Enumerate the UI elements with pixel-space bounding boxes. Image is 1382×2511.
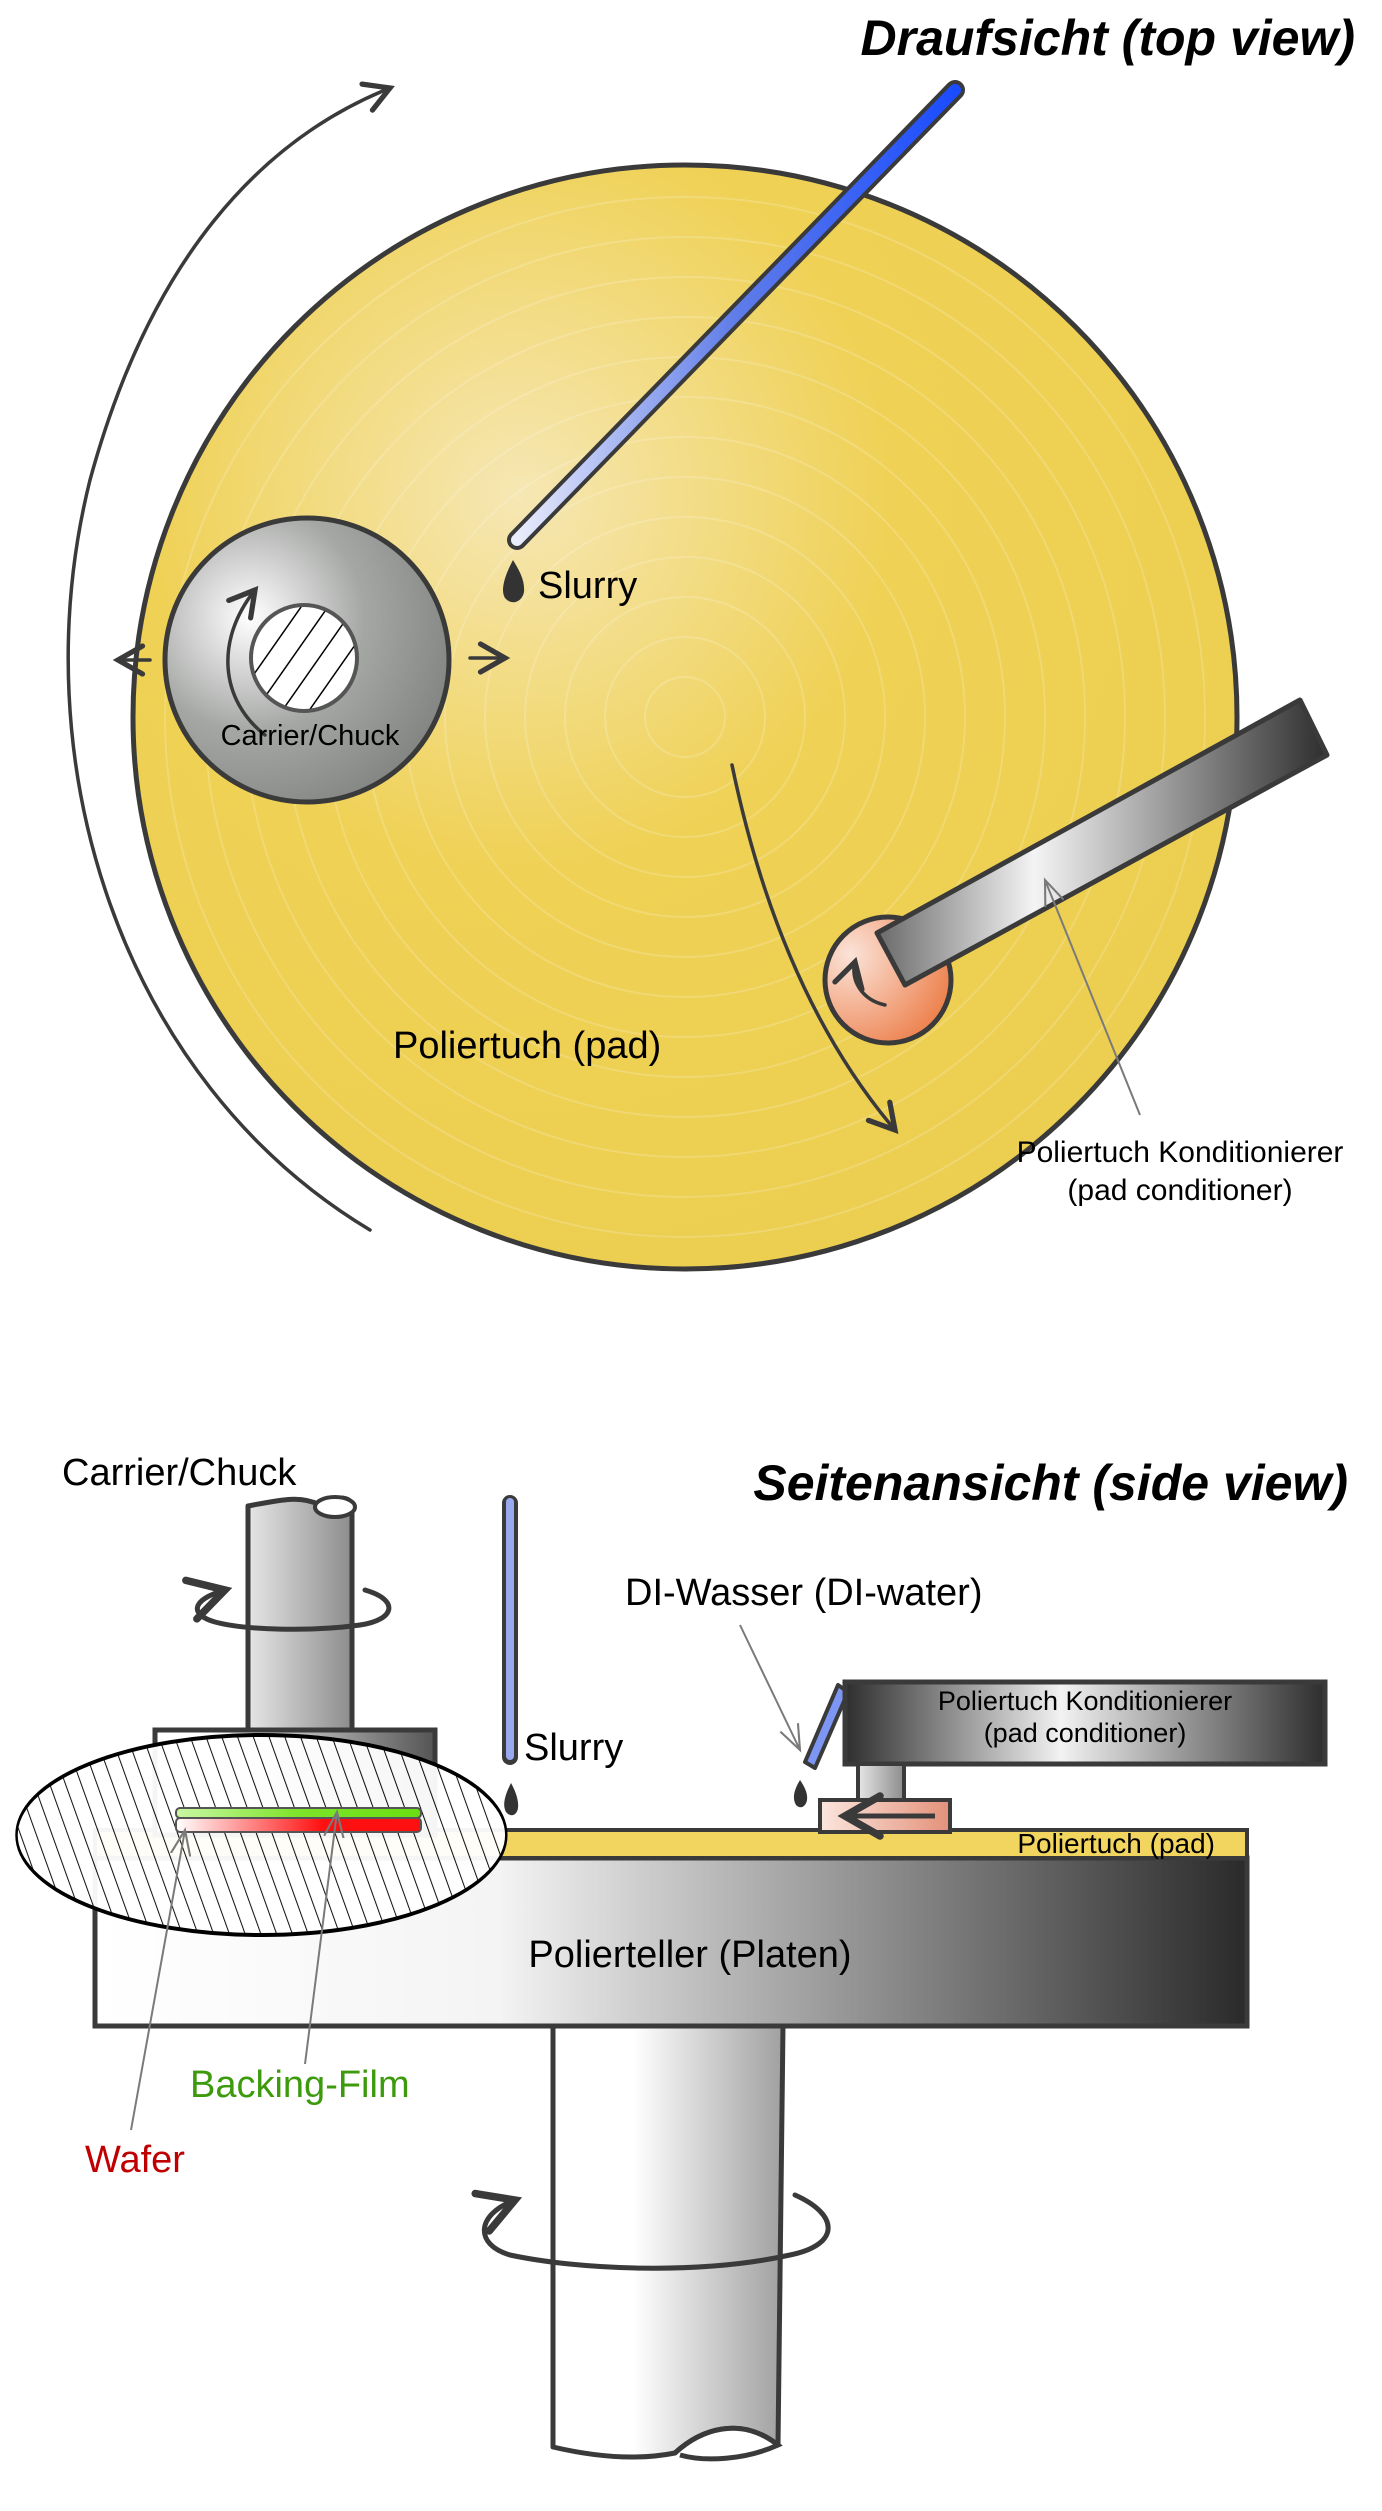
platen-label: Polierteller (Platen) [528,1934,851,1976]
slurry-drop-icon [502,560,525,603]
side-view: Seitenansicht (side view) Carrier/Chuck … [15,1452,1348,2462]
top-carrier-label: Carrier/Chuck [221,720,400,752]
top-pad-label: Poliertuch (pad) [393,1025,661,1067]
platen-shaft [471,2022,831,2462]
carrier-chuck-top [112,515,511,805]
wafer [175,1817,422,1833]
pad-conditioner-side [818,1679,1328,1840]
polishing-pad [130,162,1240,1272]
carrier-shaft-rotation-arrow-icon [182,1576,392,1632]
di-water-leader-line [739,1624,800,1750]
slurry-nozzle [502,80,965,603]
platen-shaft-rotation-arrow-icon [471,2189,831,2271]
slurry-nozzle-side [502,1495,519,1816]
side-view-title: Seitenansicht (side view) [753,1455,1348,1511]
pad-rotation-arrow-icon [730,763,899,1135]
detail-highlight-ellipse [15,1733,508,1937]
di-water-nozzle [793,1683,850,1808]
di-water-label: DI-Wasser (DI-water) [625,1572,982,1614]
conditioner-leader-line [1045,880,1141,1116]
platen-rotation-arrow-icon [66,81,395,1232]
top-slurry-label: Slurry [538,565,637,607]
backing-film-label: Backing-Film [190,2064,410,2106]
side-slurry-label: Slurry [524,1727,623,1769]
top-view: Draufsicht (top view) Slurry Carrier/ [66,10,1355,1272]
top-conditioner-label-line2: (pad conditioner) [1067,1174,1292,1207]
side-conditioner-label-line1: Poliertuch Konditionierer [938,1686,1232,1716]
backing-film-leader-line [304,1812,337,2065]
di-water-drop-icon [793,1780,808,1808]
top-conditioner-label-line1: Poliertuch Konditionierer [1017,1136,1344,1169]
pad-conditioner-top [822,697,1330,1116]
top-view-title: Draufsicht (top view) [861,10,1355,66]
wafer-label: Wafer [85,2139,185,2181]
carrier-shaft [182,1495,392,1733]
side-pad-label: Poliertuch (pad) [1017,1828,1215,1859]
carrier-rotation-arrow-icon [226,585,267,737]
conditioner-rotation-arrow-icon [832,956,887,1007]
backing-film [175,1807,422,1819]
side-slurry-drop-icon [504,1783,519,1816]
wafer-leader-line [130,1830,185,2131]
side-carrier-label: Carrier/Chuck [62,1452,297,1494]
side-conditioner-label-line2: (pad conditioner) [984,1718,1187,1748]
